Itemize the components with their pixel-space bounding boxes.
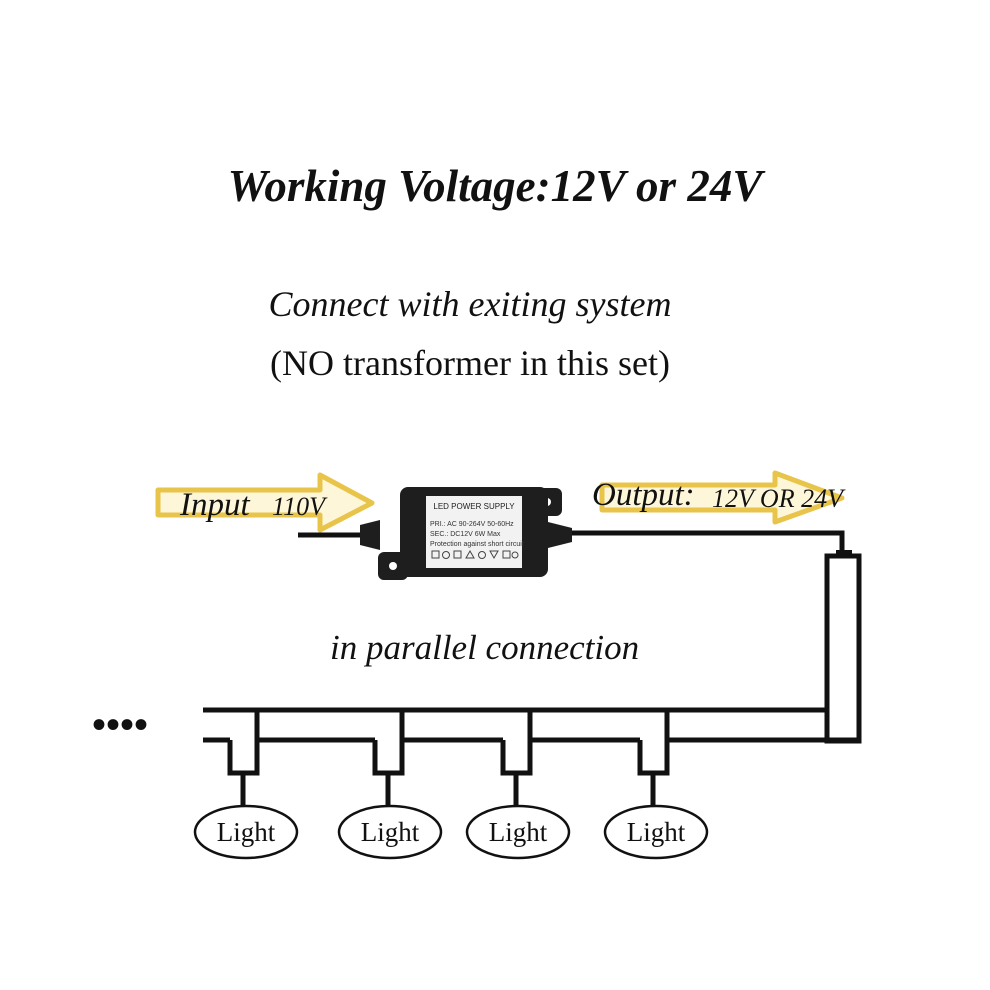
psu-spec-pri: PRI.: AC 90-264V 50-60Hz — [430, 521, 514, 528]
psu-title: LED POWER SUPPLY — [433, 502, 515, 511]
light-3-ellipse — [465, 804, 571, 860]
input-voltage: 110V — [272, 492, 328, 521]
light-2-ellipse — [337, 804, 443, 860]
psu-spec-sec: SEC.: DC12V 6W Max — [430, 531, 501, 538]
light-2: Light — [337, 804, 443, 860]
light-4-label: Light — [627, 817, 686, 847]
output-wire — [572, 530, 845, 553]
power-supply: LED POWER SUPPLY PRI.: AC 90-264V 50-60H… — [360, 487, 572, 580]
light-3: Light — [465, 804, 571, 860]
light-2-label: Light — [361, 817, 420, 847]
output-arrow — [599, 470, 845, 525]
light-1-label: Light — [217, 817, 276, 847]
light-4-ellipse — [603, 804, 709, 860]
note: (NO transformer in this set) — [270, 343, 670, 383]
output-label: Output: — [592, 477, 695, 513]
light-1-ellipse — [193, 804, 299, 860]
psu-certification-icons — [431, 549, 519, 560]
input-arrow — [155, 472, 375, 533]
psu-spec-note: Protection against short circuit — [430, 541, 524, 548]
light-3-label: Light — [489, 817, 548, 847]
vertical-feed — [824, 553, 862, 744]
connection-caption: in parallel connection — [330, 628, 640, 667]
input-label: Input — [179, 487, 250, 523]
light-4: Light — [603, 804, 709, 860]
bus-lines — [203, 707, 859, 805]
output-voltage: 12V OR 24V — [712, 484, 846, 513]
continuation-dots: •••• — [92, 702, 148, 747]
subtitle: Connect with exiting system — [268, 284, 672, 324]
light-1: Light — [193, 804, 299, 860]
diagram-title: Working Voltage:12V or 24V — [227, 161, 763, 211]
